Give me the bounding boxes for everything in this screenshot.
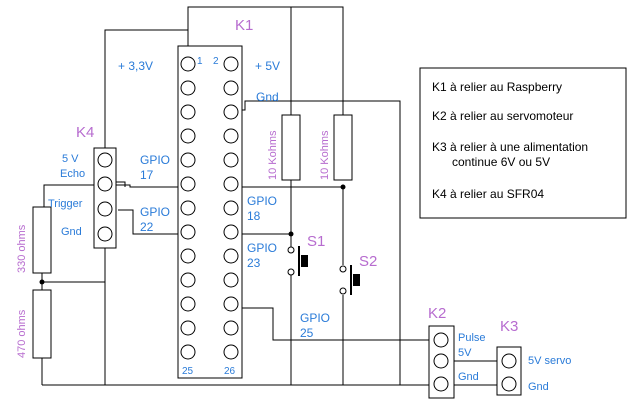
k1-pin [223,176,239,192]
k1-pins [180,56,239,360]
k1-pin [180,224,196,240]
switch-s2 [339,265,360,295]
label-k4-gnd: Gnd [61,226,82,238]
k1-pin [180,152,196,168]
k1-pin [223,320,239,336]
junction-dot [39,279,45,285]
connector-k2 [428,325,455,399]
label-k3-gnd: Gnd [528,381,549,393]
k1-pin25-label: 25 [182,366,194,377]
k2-label: K2 [428,305,446,322]
s2-label: S2 [359,253,377,270]
label-gpio17-a: GPIO [140,153,170,167]
label-3v3: + 3,3V [118,59,153,73]
s1-label: S1 [307,233,325,250]
connector-k4 [93,147,117,249]
legend-box [419,67,627,219]
label-gpio18-a: GPIO [247,194,277,208]
label-gpio22-a: GPIO [140,205,170,219]
k1-pin [223,296,239,312]
label-r4: 470 ohms [16,309,28,358]
connector-k3 [496,346,522,396]
legend-line-3b: continue 6V ou 5V [452,155,550,169]
k1-pin [223,344,239,360]
label-r3: 330 ohms [16,224,28,273]
label-gpio25-a: GPIO [300,311,330,325]
k1-pin [223,128,239,144]
label-k4-5v: 5 V [62,153,79,165]
label-k4-trigger: Trigger [48,198,83,210]
wire-gpio25 [231,307,431,341]
label-gpio18-b: 18 [247,209,261,223]
label-gpio17-b: 17 [140,168,154,182]
k1-label: K1 [235,17,253,34]
resistor-r1 [281,114,301,181]
resistor-r3 [32,206,52,274]
k1-pin [180,272,196,288]
label-gpio23-a: GPIO [247,241,277,255]
k1-pin [180,128,196,144]
k3-label: K3 [500,318,518,335]
k1-pin [180,248,196,264]
k1-pin [223,248,239,264]
k1-pin1-label: 1 [197,56,203,67]
legend-line-2: K2 à relier au servomoteur [432,109,573,123]
k1-pin [180,296,196,312]
connector-k1 [177,45,243,379]
k1-pin [180,80,196,96]
k1-pin [223,152,239,168]
switch-s1 [287,246,308,276]
label-gpio22-b: 22 [140,220,154,234]
legend-line-3a: K3 à relier à une alimentation [432,140,588,154]
k1-pin [180,200,196,216]
legend-line-4: K4 à relier au SFR04 [432,187,544,201]
label-k4-echo: Echo [60,168,85,180]
k1-pin [223,224,239,240]
label-r1: 10 Kohms [267,130,279,180]
label-k2-pulse: Pulse [458,332,486,344]
wire-gpio22 [118,209,188,235]
label-k3-5v: 5V servo [528,355,571,367]
k1-pin [223,200,239,216]
k1-pin [180,320,196,336]
k1-pin [223,272,239,288]
k1-pin [223,104,239,120]
label-gnd: Gnd [256,90,279,104]
label-gpio23-b: 23 [247,256,261,270]
label-k2-gnd: Gnd [458,371,479,383]
k4-label: K4 [76,124,94,141]
k1-pin [180,344,196,360]
k1-pin [180,56,196,72]
k1-pin [223,56,239,72]
label-5v: + 5V [255,59,280,73]
junction-dot [288,231,294,237]
legend-line-1: K1 à relier au Raspberry [432,80,562,94]
wire-3v3-k4 [104,29,189,150]
k1-pin [223,80,239,96]
junction-dot [340,184,346,190]
k1-pin [180,176,196,192]
k1-pin26-label: 26 [224,366,236,377]
k1-pin2-label: 2 [213,56,219,67]
label-r2: 10 Kohms [319,130,331,180]
k1-pin [180,104,196,120]
label-k2-5v: 5V [458,347,472,359]
resistor-r2 [333,114,353,181]
resistor-r4 [32,289,52,359]
label-gpio25-b: 25 [300,326,314,340]
